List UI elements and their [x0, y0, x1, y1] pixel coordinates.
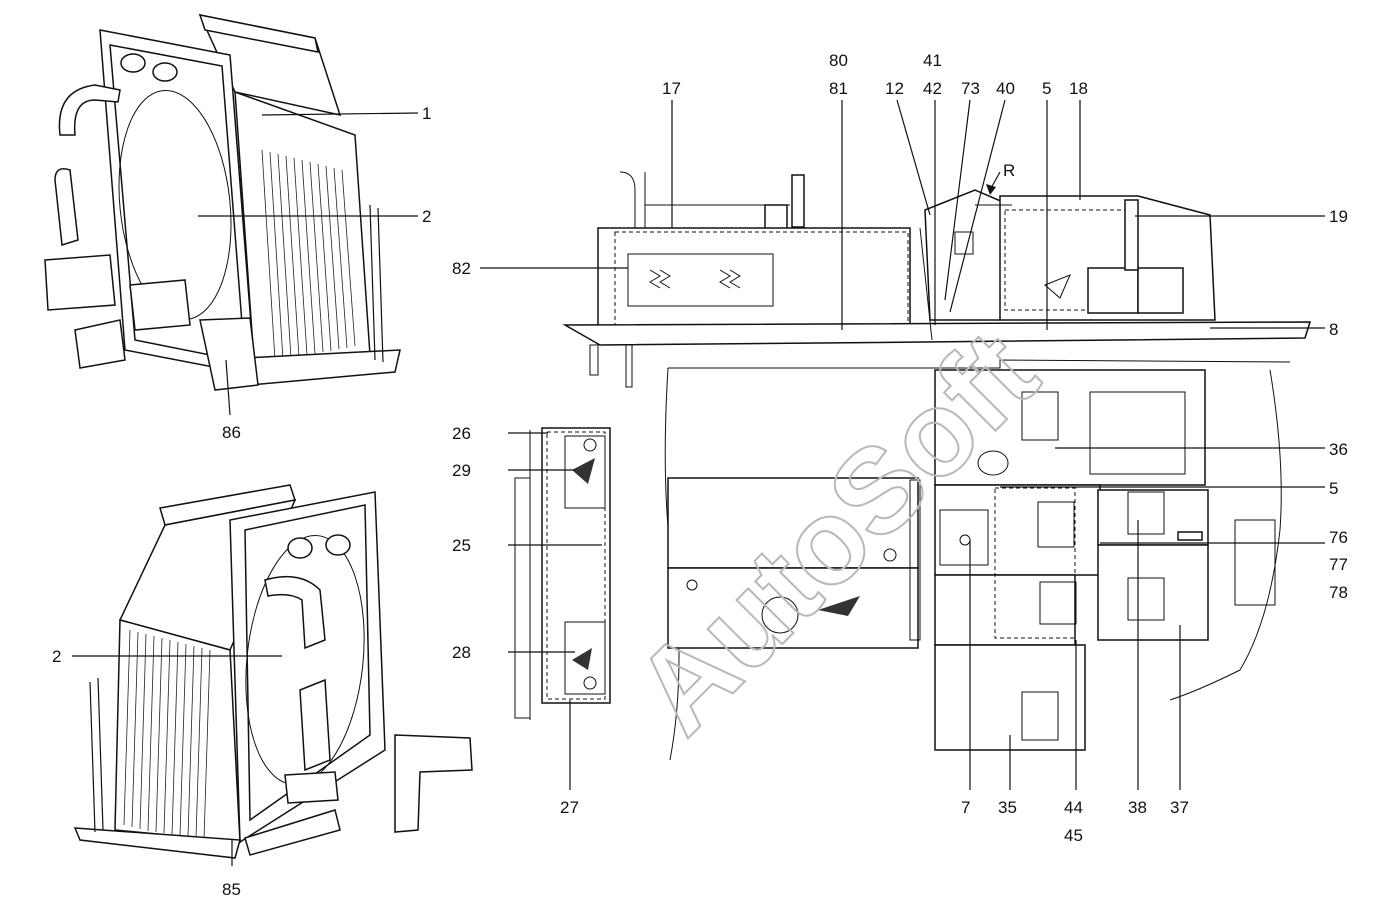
- side-panel-strip: [514, 427, 611, 720]
- radiator-assembly-top: [44, 13, 401, 391]
- label-77: 77: [1329, 555, 1348, 574]
- label-5-bottom: 5: [1329, 479, 1338, 498]
- label-25: 25: [452, 536, 471, 555]
- label-78: 78: [1329, 583, 1348, 602]
- label-17: 17: [662, 79, 681, 98]
- label-r: R: [1003, 161, 1015, 180]
- label-26: 26: [452, 424, 471, 443]
- label-42: 42: [923, 79, 942, 98]
- label-35: 35: [998, 798, 1017, 817]
- label-27: 27: [560, 798, 579, 817]
- label-82: 82: [452, 259, 471, 278]
- label-29: 29: [452, 461, 471, 480]
- perforated-grilles: [1021, 391, 1165, 741]
- label-81: 81: [829, 79, 848, 98]
- mesh-82: [649, 269, 741, 289]
- label-41: 41: [923, 51, 942, 70]
- label-85: 85: [222, 880, 241, 899]
- label-76: 76: [1329, 528, 1348, 547]
- label-18: 18: [1069, 79, 1088, 98]
- label-40: 40: [996, 79, 1015, 98]
- label-38: 38: [1128, 798, 1147, 817]
- radiator-core-fins-2: [123, 629, 211, 840]
- label-1: 1: [422, 104, 431, 123]
- label-5-top: 5: [1042, 79, 1051, 98]
- radiator-core-fins-1: [261, 149, 356, 361]
- label-73: 73: [961, 79, 980, 98]
- label-80: 80: [829, 51, 848, 70]
- label-12: 12: [885, 79, 904, 98]
- label-37: 37: [1170, 798, 1189, 817]
- label-36: 36: [1329, 440, 1348, 459]
- label-44: 44: [1064, 798, 1083, 817]
- label-2-top: 2: [422, 207, 431, 226]
- label-45: 45: [1064, 826, 1083, 845]
- label-8: 8: [1329, 320, 1338, 339]
- label-86: 86: [222, 423, 241, 442]
- label-19: 19: [1329, 207, 1348, 226]
- floor-plan-view: [664, 359, 1291, 761]
- top-cover-view: [562, 171, 1312, 388]
- label-7: 7: [961, 798, 970, 817]
- label-28: 28: [452, 643, 471, 662]
- label-2-bottom: 2: [52, 647, 61, 666]
- radiator-assembly-bottom: [73, 484, 473, 859]
